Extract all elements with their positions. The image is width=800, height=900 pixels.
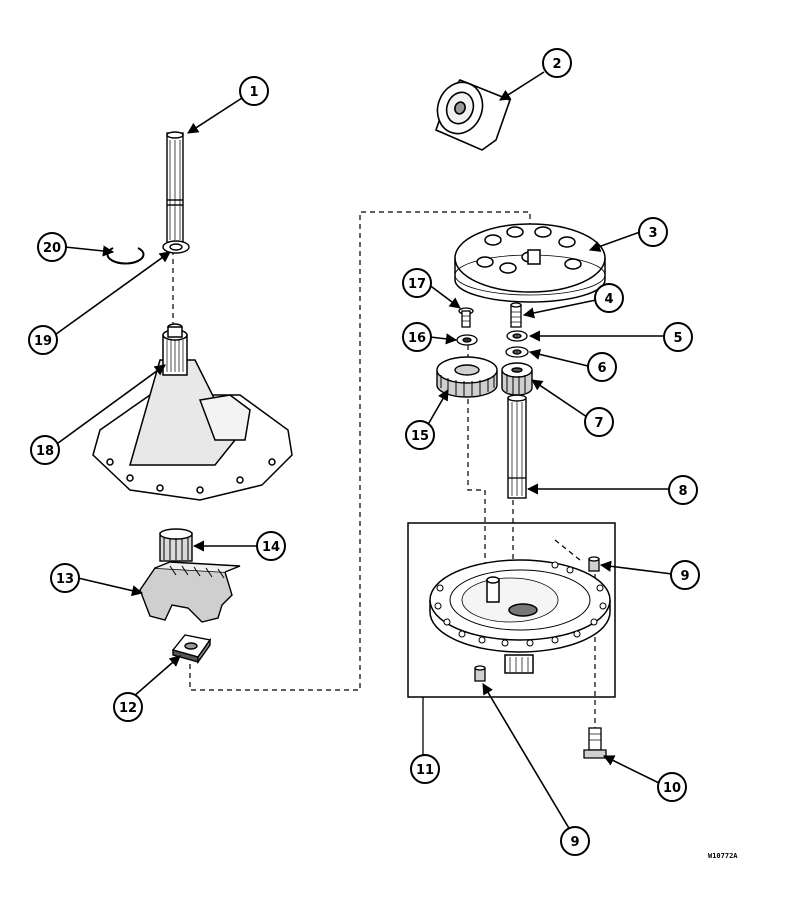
callout-16: 16 (402, 322, 432, 352)
callout-6-label: 6 (597, 361, 606, 376)
spline-shaft-part-1 (166, 131, 184, 246)
base-plate-part-11 (429, 559, 611, 674)
callout-10-label: 10 (663, 781, 681, 796)
callout-18: 18 (30, 435, 60, 465)
reference-code: W10772A (708, 852, 738, 860)
bolt-part-10 (583, 727, 607, 759)
plug-part-9-lower (474, 665, 486, 682)
leader-arrows (51, 71, 673, 836)
callout-5: 5 (663, 322, 693, 352)
callout-12-label: 12 (119, 701, 137, 716)
callout-13: 13 (50, 563, 80, 593)
block-part-12 (171, 634, 212, 665)
gear-part-15 (436, 356, 498, 398)
callout-12: 12 (113, 692, 143, 722)
callout-15-label: 15 (411, 429, 429, 444)
callout-17-label: 17 (408, 277, 426, 292)
callout-20: 20 (37, 232, 67, 262)
washer-part-16 (456, 334, 478, 346)
callout-14-label: 14 (262, 540, 280, 555)
callout-3-label: 3 (648, 226, 657, 241)
callout-15: 15 (405, 420, 435, 450)
callout-4: 4 (594, 283, 624, 313)
callout-18-label: 18 (36, 444, 54, 459)
shaft-part-8 (507, 394, 527, 499)
gear-case-part-18 (92, 323, 293, 501)
callout-7-label: 7 (594, 416, 603, 431)
callout-10: 10 (657, 772, 687, 802)
washer-part-19 (162, 240, 190, 254)
callout-11-label: 11 (416, 763, 434, 778)
callout-9-lower-label: 9 (570, 835, 579, 850)
callout-9-upper-label: 9 (680, 569, 689, 584)
callout-6: 6 (587, 352, 617, 382)
callout-19-label: 19 (34, 334, 52, 349)
callout-16-label: 16 (408, 331, 426, 346)
callout-2: 2 (542, 48, 572, 78)
stud-part-4 (510, 302, 522, 328)
callout-2-label: 2 (552, 57, 561, 72)
callout-14: 14 (256, 531, 286, 561)
gear-part-7 (501, 362, 533, 396)
retaining-ring-part-20 (106, 247, 145, 265)
callout-1: 1 (239, 76, 269, 106)
callout-7: 7 (584, 407, 614, 437)
basket-drive-assembly-box (407, 522, 616, 698)
washer-part-5 (506, 330, 528, 342)
callout-5-label: 5 (673, 331, 682, 346)
callout-13-label: 13 (56, 572, 74, 587)
rack-part-13 (139, 561, 241, 623)
roller-part-2 (435, 79, 512, 151)
plug-part-9-upper (588, 556, 600, 572)
screw-part-17 (458, 307, 474, 328)
callout-20-label: 20 (43, 241, 61, 256)
washer-part-6 (505, 346, 529, 358)
callout-3: 3 (638, 217, 668, 247)
callout-8-label: 8 (678, 484, 687, 499)
callout-4-label: 4 (604, 292, 613, 307)
callout-9-lower: 9 (560, 826, 590, 856)
callout-9-upper: 9 (670, 560, 700, 590)
callout-1-label: 1 (249, 85, 258, 100)
callout-8: 8 (668, 475, 698, 505)
assembly-guide-lines (172, 211, 596, 740)
callout-19: 19 (28, 325, 58, 355)
pulley-part-3 (454, 223, 606, 303)
pinion-gear-part-14 (159, 528, 193, 562)
callout-11: 11 (410, 754, 440, 784)
callout-17: 17 (402, 268, 432, 298)
